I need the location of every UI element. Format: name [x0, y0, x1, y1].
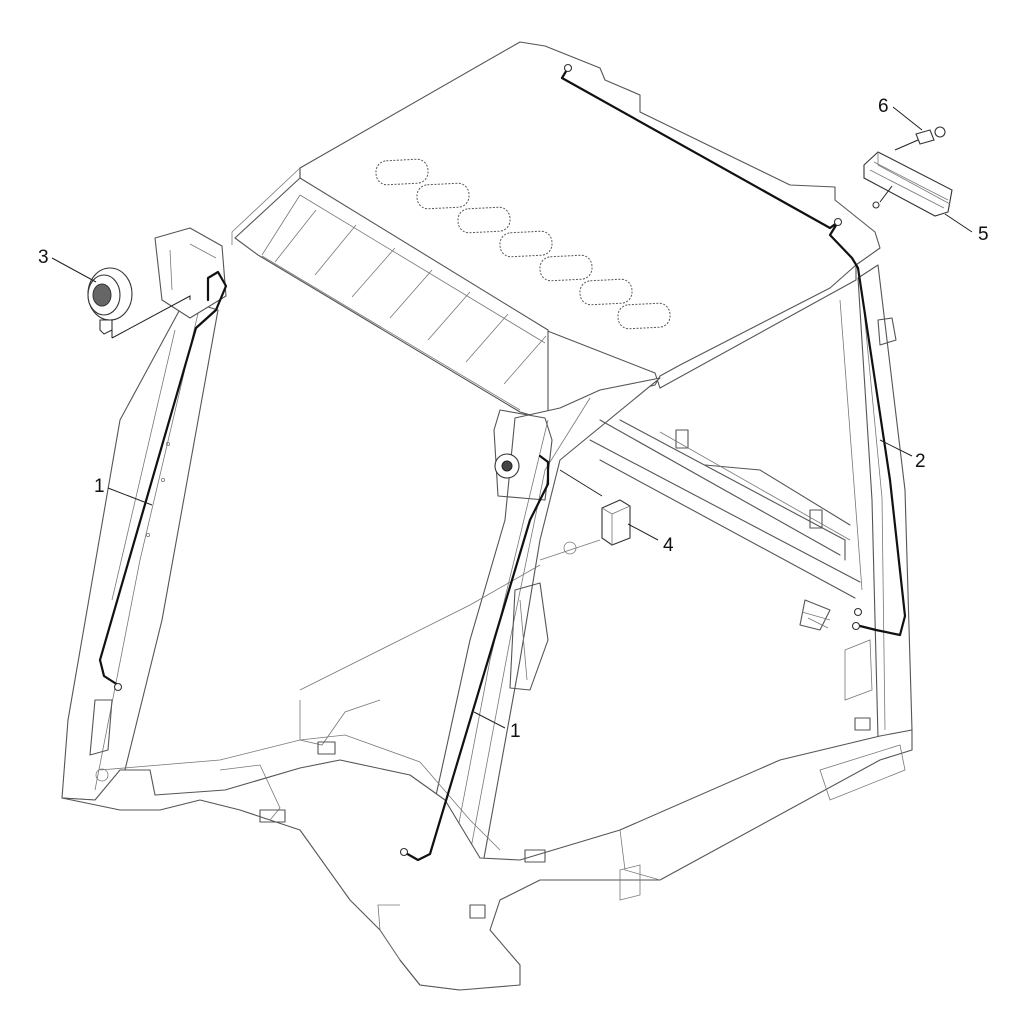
base-frame	[61, 539, 913, 991]
wire-harness	[98, 66, 907, 862]
wire-left-pillar	[98, 270, 228, 687]
callout-speaker: 3	[38, 247, 49, 268]
callout-wire-right: 2	[915, 451, 926, 472]
frame-cross-members	[589, 419, 861, 631]
module-part	[601, 499, 631, 546]
speaker-part	[87, 267, 191, 339]
callout-wire-front: 1	[510, 721, 521, 742]
roof-slots	[375, 158, 671, 330]
callout-screw: 6	[878, 96, 889, 117]
lamp-part	[863, 151, 953, 217]
left-front-pillar	[61, 227, 227, 801]
wire-terminals	[113, 63, 863, 857]
callout-lamp: 5	[978, 224, 989, 245]
cab-roof	[299, 41, 881, 419]
wire-front-pillar	[402, 454, 550, 862]
right-rear-pillar	[839, 264, 913, 739]
screw-part	[894, 126, 946, 151]
wire-right-pillar	[560, 66, 907, 637]
leader-lines	[51, 106, 973, 729]
callout-labels: 1 1 2 3 4 5 6	[38, 96, 989, 742]
callout-module: 4	[663, 535, 674, 556]
callout-wire-left: 1	[94, 476, 105, 497]
